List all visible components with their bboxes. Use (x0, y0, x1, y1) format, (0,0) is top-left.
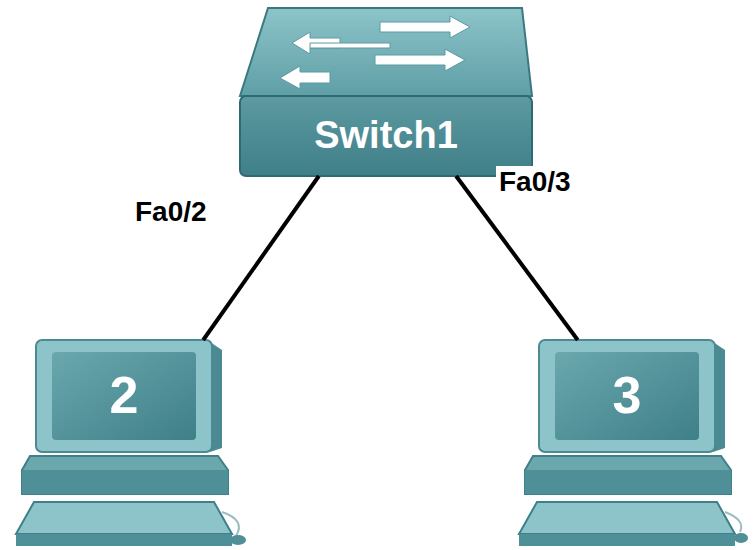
computer-icon (519, 340, 748, 546)
ethernet-link (203, 176, 319, 340)
host-number: 3 (613, 367, 642, 424)
port-label: Fa0/3 (496, 166, 574, 198)
device-name: Switch1 (314, 115, 458, 157)
computer-box: 3 (539, 340, 715, 452)
switch-box: Switch1 (240, 96, 532, 176)
port-label: Fa0/2 (132, 196, 210, 228)
host-number: 2 (110, 367, 139, 424)
computer-box: 2 (36, 340, 212, 452)
computer-icon (16, 340, 246, 546)
ethernet-link (456, 176, 578, 340)
switch-icon (240, 8, 532, 176)
